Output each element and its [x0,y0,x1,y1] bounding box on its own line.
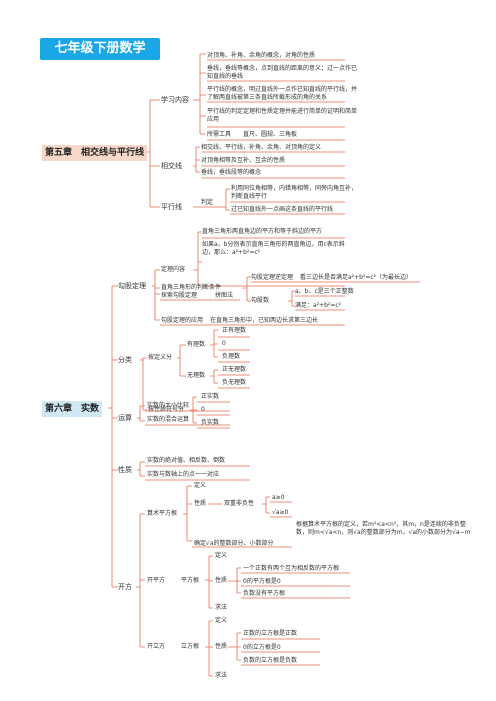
list-item: 正有理数 [222,327,247,334]
sub-label: 判定 [201,199,214,206]
list-item: 利用同位角相等，内错角相等，同旁内角互补，判断直线平行 [231,185,358,200]
node: 性质 [215,643,228,650]
list-item: 对顶角相等及互补、互余的性质 [201,157,286,164]
list-item: 所需工具 直尺、圆规、三角板 [207,131,298,138]
section-operations: 运算 [118,414,132,422]
node: 开立方 [147,643,166,650]
list-item: 直角三角形两直角边的平方和等于斜边的平方 [202,228,323,235]
list-item: 过已知直线外一点画这条直线的平行线 [231,206,334,213]
node: 双重非负性 [224,500,255,507]
node: 求法 [215,672,228,679]
list-item: 对顶角、补角、余角的概念，对角的性质 [207,52,316,59]
node-value: 看三边长是否满足a²+b²=c²（为最长边） [300,274,413,281]
list-item: 平行线的概念，明过直线外一点作已知直线的平行线，并了解两直线被第三条直线所截形成… [207,86,358,101]
list-item: 正数的立方根是正数 [243,630,298,637]
node: 探索勾股定理 [161,292,198,299]
list-item: √a≥0 [272,509,289,516]
list-item: 满足：a²+b²=c² [295,302,342,309]
section-intersecting-lines: 相交线 [161,162,182,170]
list-item: 负实数 [201,419,220,426]
list-item: 实数与数轴上的点一一对应 [147,471,220,478]
list-item: 0 [222,340,226,347]
list-item: 0的平方根是0 [243,578,281,585]
list-item: 负数没有平方根 [243,590,286,597]
section-properties: 性质 [118,466,132,474]
node: 勾股定理逆定理 [251,274,294,281]
node: 定理内容 [161,266,186,273]
node: 开平方 [147,577,166,584]
list-item: 正实数 [201,393,220,400]
section-roots: 开方 [118,583,132,591]
node: 求法 [215,604,228,611]
section-learning-content: 学习内容 [161,96,189,104]
list-item: 0的立方根是0 [243,644,281,651]
node: 算术平方根 [147,510,178,517]
list-item: 负无理数 [222,379,247,386]
node-value: 拼图法 [215,292,234,299]
node-value: 根据算术平方根的定义，若m²<a<n²，其m，n是连续的非负整数，则m<√a<n… [296,521,471,536]
node: 定义 [215,617,228,624]
list-item: 平行线的判定定理和性质定理并能进行简单的证明和简单应用 [207,108,358,123]
section-parallel-lines: 平行线 [161,203,182,211]
section-pythagorean: 勾股定理 [118,282,146,290]
list-item: 实数的混合运算 [147,416,190,423]
node: 确定√a的整数部分、小数部分 [194,540,274,547]
node: 立方根 [181,643,200,650]
list-item: a≥0 [272,494,285,501]
chapter-5-box: 第五章 相交线与平行线 [42,145,148,161]
node: 定义 [215,552,228,559]
list-item: 负理数 [222,353,241,360]
node: 按性质符号分 [148,406,185,413]
node: 定义 [194,482,207,489]
list-item: 实数的大小比较 [147,402,190,409]
page-title: 七年级下册数学 [40,38,160,60]
node: 性质 [215,577,228,584]
list-item: 垂线，垂线等概念，点到直线的距离的意义；过一点作已知直线的垂线 [207,65,358,80]
section-classification: 分类 [118,356,132,364]
list-item: a、b、c是三个正整数 [295,288,354,295]
list-item: 0 [201,406,205,413]
node: 无理数 [187,372,206,379]
list-item: 如果a，b分别表示直角三角形的两直角边，用c表示斜边，那么：a²+b²=c² [202,241,345,256]
list-item: 垂线，垂线段等的概念 [201,169,262,176]
node: 按定义分 [148,354,173,361]
list-item: 一个正数有两个互为相反数的平方根 [243,565,340,572]
list-item: 负数的立方根是负数 [243,657,298,664]
list-item: 实数的绝对值、相反数、倒数 [147,457,226,464]
list-item: 相交线、平行线，补角、余角、对顶角的定义 [201,144,322,151]
node: 直角三角形的判断条件 [161,284,222,291]
list-item: 正无理数 [222,366,247,373]
node: 勾股定理的应用 [161,317,204,324]
node: 平方根 [181,577,200,584]
node: 性质 [194,500,207,507]
node-value: 在直角三角形中，已知两边长求第三边长 [210,317,319,324]
node: 勾股数 [251,297,270,304]
chapter-6-box: 第六章 实数 [42,401,103,417]
node: 有理数 [187,341,206,348]
